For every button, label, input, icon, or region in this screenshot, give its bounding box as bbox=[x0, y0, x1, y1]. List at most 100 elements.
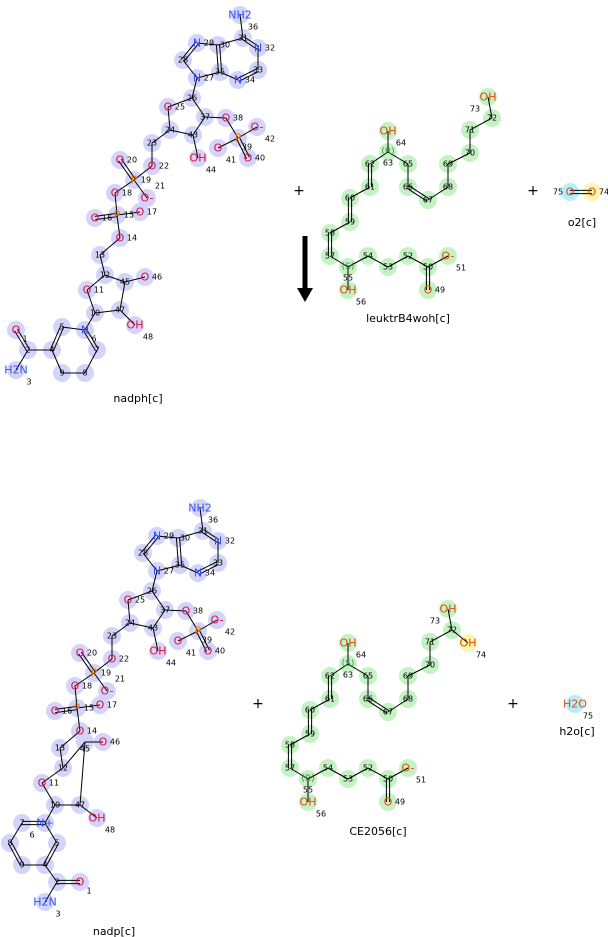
atom-element-label: OH bbox=[480, 91, 497, 104]
single-bond bbox=[133, 179, 148, 199]
atom-number-label: 50 bbox=[383, 775, 393, 784]
atom-number-label: 42 bbox=[225, 628, 235, 637]
single-bond bbox=[86, 289, 96, 314]
atom-element-label: P bbox=[195, 625, 202, 638]
atom: 43 bbox=[148, 624, 158, 633]
single-bond bbox=[347, 663, 369, 677]
single-bond bbox=[182, 59, 198, 79]
atom: O-42 bbox=[211, 614, 236, 637]
atom-highlight bbox=[583, 183, 601, 201]
metabolite-label-h2o[interactable]: h2o[c] bbox=[559, 725, 594, 738]
metabolite-label-o2[interactable]: o2[c] bbox=[568, 216, 596, 229]
double-bond bbox=[43, 841, 57, 865]
atom-number-label: 10 bbox=[90, 309, 100, 318]
atom-number-label: 59 bbox=[345, 218, 355, 227]
single-bond bbox=[151, 129, 171, 144]
atom-element-label: P bbox=[235, 132, 242, 145]
metabolite-label-nadp[interactable]: nadp[c] bbox=[93, 925, 135, 937]
atom-number-label: 25 bbox=[175, 103, 185, 112]
double-bond bbox=[183, 43, 199, 62]
atom-element-label: P bbox=[114, 209, 121, 222]
atom-number-label: 55 bbox=[343, 274, 353, 283]
atom-element-label: (R) bbox=[381, 147, 394, 157]
atom-number-label: 25 bbox=[135, 596, 145, 605]
metabolite-label-CE2056[interactable]: CE2056[c] bbox=[349, 825, 406, 838]
atom: O41 bbox=[174, 635, 196, 658]
atom-number-label: 16 bbox=[102, 214, 112, 223]
atom-number-label: 45 bbox=[120, 278, 130, 287]
single-bond bbox=[156, 535, 179, 539]
metabolite-label-leuktrB4woh[interactable]: leuktrB4woh[c] bbox=[366, 312, 450, 325]
atom-number-label: 70 bbox=[465, 149, 475, 158]
single-bond bbox=[191, 77, 198, 99]
single-bond bbox=[114, 179, 135, 194]
atom: 4 bbox=[49, 346, 54, 355]
single-bond bbox=[289, 733, 311, 746]
single-bond bbox=[196, 71, 221, 79]
atom-number-label: 46 bbox=[152, 273, 162, 282]
atom-highlight bbox=[7, 361, 25, 379]
atom: O-21 bbox=[101, 675, 126, 698]
atom: 35 bbox=[215, 68, 225, 77]
atom: 9 bbox=[19, 861, 24, 870]
atom-number-label: 14 bbox=[127, 234, 137, 243]
atom-number-label: 14 bbox=[87, 727, 97, 736]
atom-number-label: 8 bbox=[7, 839, 12, 848]
atom: 10 bbox=[50, 801, 60, 810]
single-bond bbox=[217, 37, 244, 46]
metabolite-label-nadph[interactable]: nadph[c] bbox=[113, 392, 162, 405]
atom: 69 bbox=[443, 160, 453, 169]
single-bond bbox=[179, 564, 199, 574]
reaction-arrow-icon bbox=[297, 236, 313, 302]
atom: 13 bbox=[55, 744, 65, 753]
atom-number-label: 11 bbox=[49, 779, 59, 788]
atom-element-label: OH bbox=[150, 645, 167, 658]
atom-element-label: OH bbox=[190, 152, 207, 165]
single-bond bbox=[387, 767, 409, 780]
single-bond bbox=[196, 42, 219, 46]
atom-element-label: O- bbox=[211, 614, 224, 627]
atom-number-label: 23 bbox=[107, 632, 117, 641]
atom-number-label: 2 bbox=[25, 346, 30, 355]
single-bond bbox=[447, 152, 471, 165]
atom: 7 bbox=[94, 346, 99, 355]
atom: 45 bbox=[80, 745, 90, 754]
atom-number-label: 8 bbox=[82, 369, 87, 378]
atom: 68 bbox=[443, 183, 453, 192]
atom: 24 bbox=[165, 126, 175, 135]
single-bond bbox=[349, 186, 371, 199]
atom-number-label: 64 bbox=[396, 139, 406, 148]
single-bond bbox=[94, 309, 121, 314]
single-bond bbox=[191, 97, 206, 118]
bonds bbox=[8, 507, 220, 903]
double-bond bbox=[179, 537, 183, 565]
atom-number-label: 58 bbox=[285, 741, 295, 750]
atom-number-label: 7 bbox=[94, 346, 99, 355]
atom: 61 bbox=[365, 183, 375, 192]
single-bond bbox=[79, 804, 98, 819]
atom-highlight bbox=[566, 695, 584, 713]
single-bond bbox=[76, 707, 81, 732]
single-bond bbox=[84, 349, 98, 374]
single-bond bbox=[44, 864, 58, 883]
single-bond bbox=[142, 552, 158, 572]
